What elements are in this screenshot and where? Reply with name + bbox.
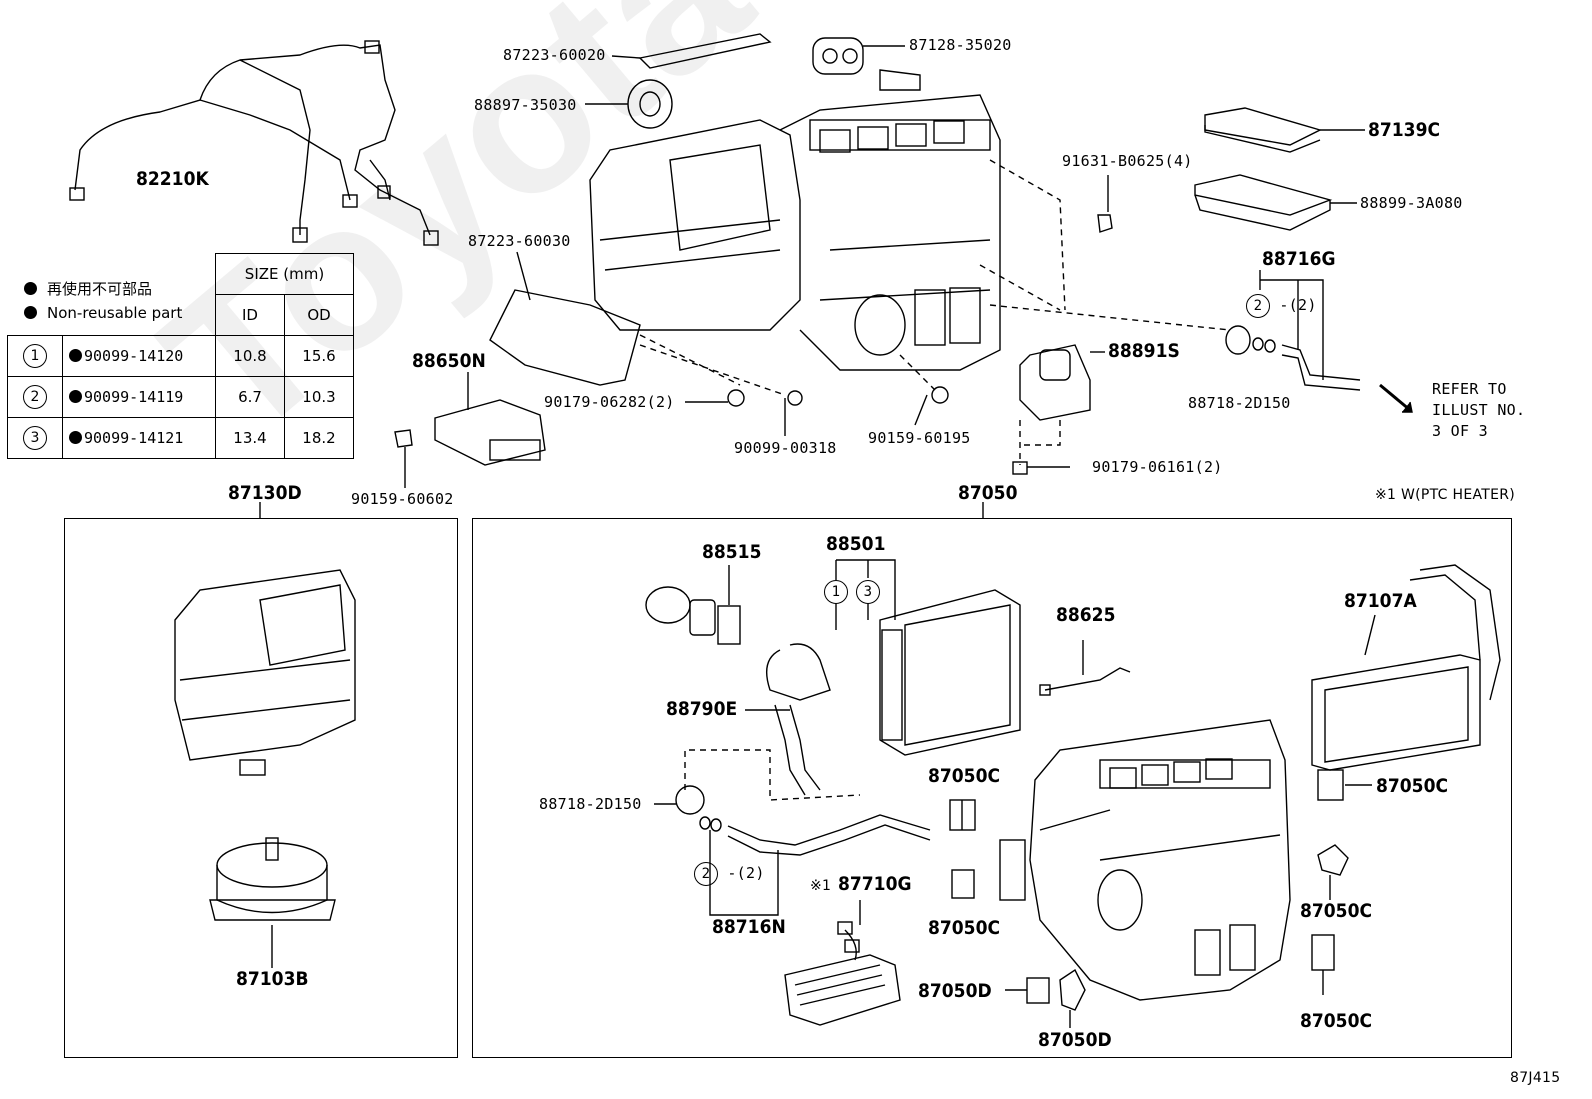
non-reusable-dot-icon	[24, 282, 37, 295]
part-label-90159-60602[interactable]: 90159-60602	[351, 490, 454, 508]
duct-cover-drawing	[489, 289, 641, 386]
part-label-88650N[interactable]: 88650N	[412, 350, 486, 372]
mark-circle: 2	[694, 862, 718, 886]
part-label-87050C-4[interactable]: 87050C	[1300, 900, 1373, 922]
size-table: SIZE (mm) ID OD 1 90099-14120 10.8 15.6 …	[7, 253, 354, 459]
part-label-88501[interactable]: 88501	[826, 533, 886, 555]
connector-drawing-2	[951, 869, 975, 899]
refer-note-line-1: REFER TO	[1432, 380, 1507, 398]
seal-strip-drawing	[638, 33, 772, 69]
expansion-valve-drawing	[645, 586, 741, 645]
part-label-90179-06282[interactable]: 90179-06282(2)	[544, 393, 675, 411]
part-label-82210K[interactable]: 82210K	[136, 168, 209, 190]
diagram-id: 87J415	[1510, 1070, 1561, 1086]
screw-drawing	[784, 390, 803, 436]
ptc-heater-drawing	[784, 921, 901, 1026]
part-label-90099-00318[interactable]: 90099-00318	[734, 439, 837, 457]
mark-circle: 1	[824, 580, 848, 604]
blower-motor-drawing	[209, 837, 336, 921]
part-label-87107A[interactable]: 87107A	[1344, 590, 1417, 612]
table-row: 3 90099-14121 13.4 18.2	[7, 417, 354, 459]
connector-drawing-4	[1317, 844, 1349, 876]
section-box-87050	[472, 518, 1512, 1058]
part-label-88716G[interactable]: 88716G	[1262, 248, 1336, 270]
part-label-87050D-2[interactable]: 87050D	[1038, 1029, 1112, 1051]
part-label-87050C-3[interactable]: 87050C	[1376, 775, 1449, 797]
legend-jp: 再使用不可部品	[24, 278, 152, 299]
connector-drawing-7	[1059, 968, 1086, 1011]
filter-case-drawing	[1194, 174, 1333, 231]
refer-note-line-2: ILLUST NO.	[1432, 401, 1526, 419]
part-label-90159-60195[interactable]: 90159-60195	[868, 429, 971, 447]
clip-drawing	[727, 389, 745, 407]
table-row: 1 90099-14120 10.8 15.6	[7, 335, 354, 377]
control-module-drawing	[394, 399, 546, 466]
section-box-87130D	[64, 518, 458, 1058]
leader-lines-dashed	[639, 159, 1231, 801]
cooler-pipe-drawing	[766, 643, 831, 796]
hvac-case-drawing	[999, 719, 1291, 1001]
part-label-88625[interactable]: 88625	[1056, 604, 1116, 626]
o-ring-mark-1: 1	[824, 580, 848, 604]
ptc-heater-note: ※1 W(PTC HEATER)	[1375, 487, 1516, 503]
bolt-drawing	[1097, 175, 1113, 233]
part-label-88897-35030[interactable]: 88897-35030	[474, 96, 577, 114]
evaporator-drawing	[879, 589, 1021, 756]
col-id: ID	[215, 294, 285, 336]
hvac-unit-assembly-drawing	[589, 69, 1001, 371]
mark-circle: 3	[23, 426, 47, 450]
mark-circle: 2	[23, 385, 47, 409]
screw2-drawing	[914, 386, 949, 426]
part-label-90179-06161[interactable]: 90179-06161(2)	[1092, 458, 1223, 476]
part-label-87050[interactable]: 87050	[958, 482, 1018, 504]
part-label-87050C-5[interactable]: 87050C	[1300, 1010, 1373, 1032]
part-label-91631-B0625[interactable]: 91631-B0625(4)	[1062, 152, 1193, 170]
expansion-pipe-drawing	[1225, 325, 1361, 391]
part-label-87050C-2[interactable]: 87050C	[928, 917, 1001, 939]
part-label-88790E[interactable]: 88790E	[666, 698, 738, 720]
blower-case-drawing	[174, 569, 356, 776]
part-label-87050C-1[interactable]: 87050C	[928, 765, 1001, 787]
part-label-87130D[interactable]: 87130D	[228, 482, 302, 504]
part-label-88515[interactable]: 88515	[702, 541, 762, 563]
refer-arrow	[1379, 383, 1411, 412]
gasket-drawing	[812, 37, 864, 75]
nut-drawing	[1012, 461, 1028, 475]
air-filter-drawing	[1204, 107, 1322, 153]
part-label-87223-60030[interactable]: 87223-60030	[468, 232, 571, 250]
o-ring-mark-3: 3	[856, 580, 880, 604]
wire-harness-drawing	[69, 40, 439, 246]
size-header: SIZE (mm)	[215, 253, 354, 295]
non-reusable-dot-icon	[69, 349, 82, 362]
connector-drawing-3	[1317, 769, 1344, 801]
tube-assembly-drawing	[675, 785, 931, 856]
o-ring-mark-bottom: 2 -(2)	[694, 862, 765, 886]
part-label-87128-35020[interactable]: 87128-35020	[909, 36, 1012, 54]
col-od: OD	[284, 294, 354, 336]
grommet-drawing	[627, 79, 673, 129]
sensor-drawing	[1039, 667, 1131, 696]
part-label-87050D-1[interactable]: 87050D	[918, 980, 992, 1002]
mark-circle: 2	[1246, 294, 1270, 318]
part-label-88718-2D150-top[interactable]: 88718-2D150	[1188, 394, 1291, 412]
table-row: 2 90099-14119 6.7 10.3	[7, 376, 354, 418]
part-label-88716N[interactable]: 88716N	[712, 916, 786, 938]
part-label-87223-60020[interactable]: 87223-60020	[503, 46, 606, 64]
part-label-87710G[interactable]: 87710G	[838, 873, 912, 895]
refer-note-line-3: 3 OF 3	[1432, 422, 1488, 440]
heater-core-drawing	[1311, 564, 1501, 771]
part-label-88718-2D150-bottom[interactable]: 88718-2D150	[539, 795, 642, 813]
part-label-88891S[interactable]: 88891S	[1108, 340, 1180, 362]
mark-circle: 3	[856, 580, 880, 604]
non-reusable-dot-icon	[69, 431, 82, 444]
part-label-87139C[interactable]: 87139C	[1368, 119, 1441, 141]
non-reusable-dot-icon	[69, 390, 82, 403]
mark-circle: 1	[23, 344, 47, 368]
ptc-mark: ※1	[810, 878, 832, 894]
part-label-88899-3A080[interactable]: 88899-3A080	[1360, 194, 1463, 212]
part-label-87103B[interactable]: 87103B	[236, 968, 309, 990]
o-ring-mark-top: 2 -(2)	[1246, 294, 1317, 318]
actuator-drawing	[1019, 344, 1091, 421]
